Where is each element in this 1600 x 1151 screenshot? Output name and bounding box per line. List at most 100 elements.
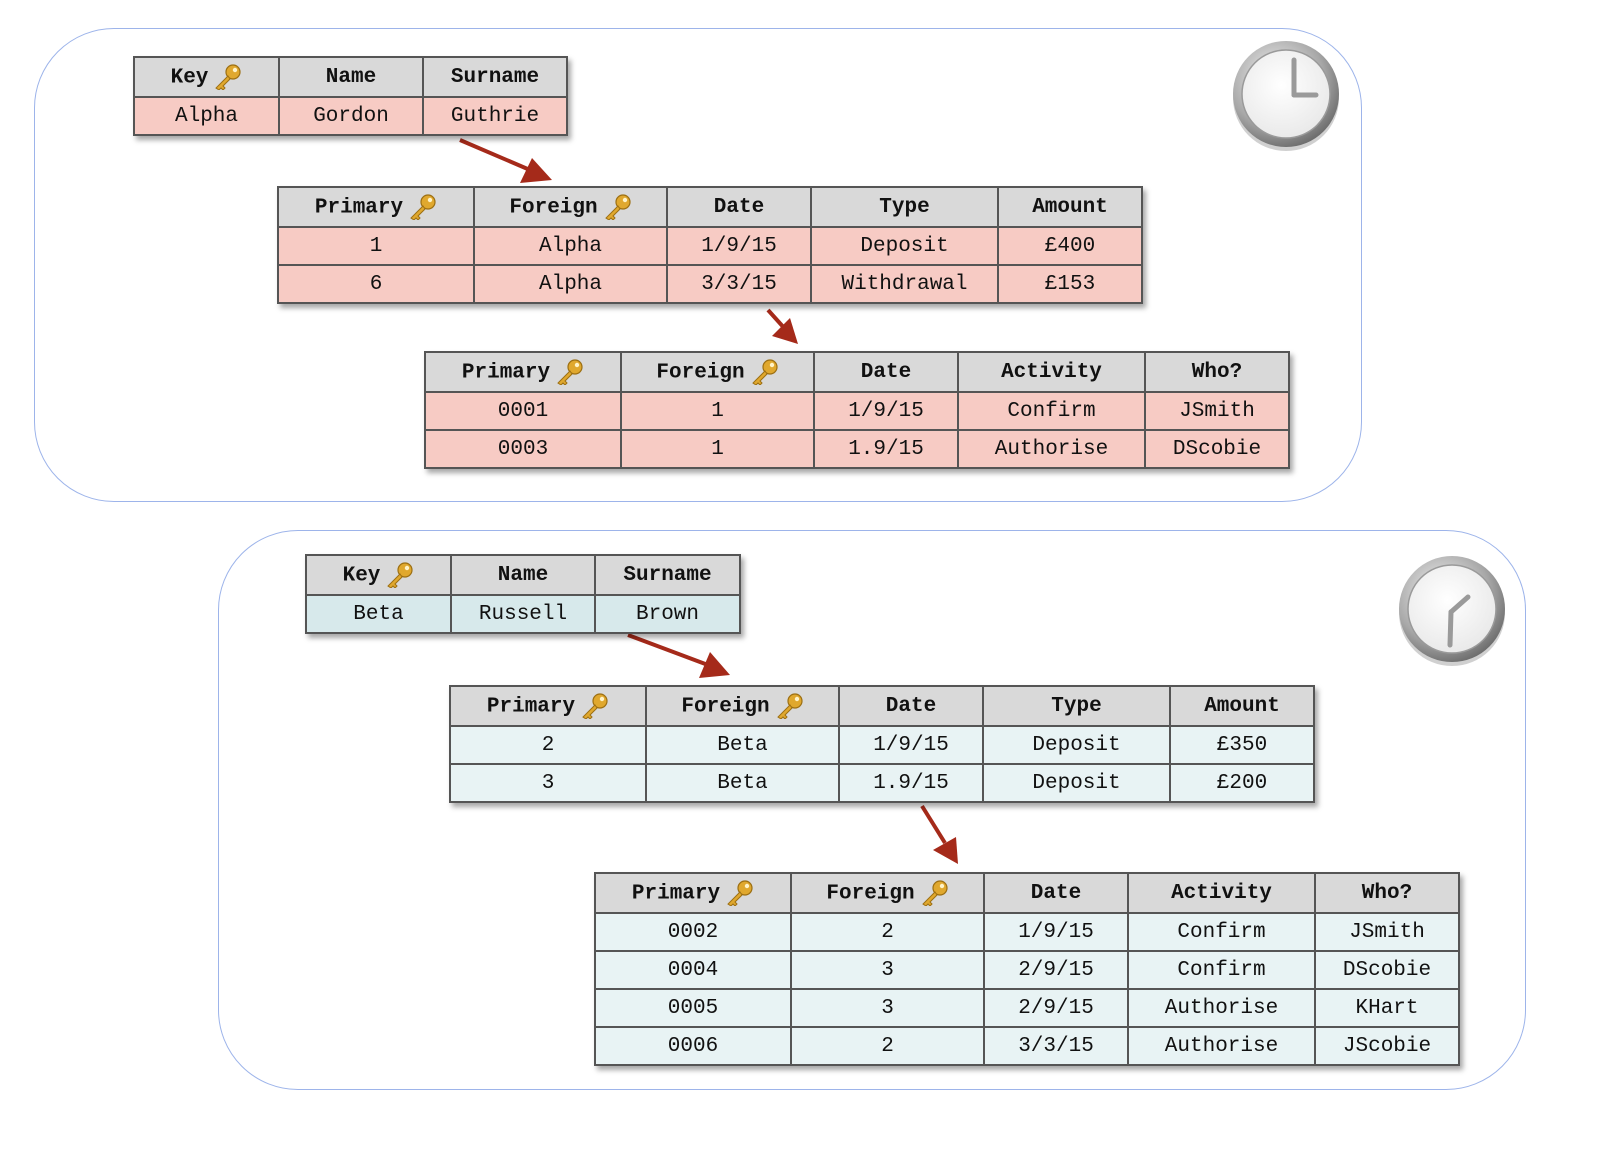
table-cell: 2/9/15 bbox=[983, 988, 1129, 1028]
header-row: Primary Foreign Date Activity Who? bbox=[594, 872, 1460, 914]
table-cell: 3 bbox=[790, 988, 985, 1028]
table-cell: 3 bbox=[790, 950, 985, 990]
table-cell: 0005 bbox=[594, 988, 792, 1028]
table-cell: 0003 bbox=[424, 429, 622, 469]
clock-icon bbox=[1399, 556, 1505, 666]
table-cell: 0004 bbox=[594, 950, 792, 990]
table-cell: 0006 bbox=[594, 1026, 792, 1066]
table-cell: Beta bbox=[645, 725, 840, 765]
column-header: Surname bbox=[422, 56, 568, 98]
column-header-label: Primary bbox=[461, 361, 551, 385]
table-cell: £200 bbox=[1169, 763, 1315, 803]
table-cell: 3 bbox=[449, 763, 647, 803]
table-cell: Authorise bbox=[1127, 988, 1316, 1028]
column-header: Amount bbox=[997, 186, 1143, 228]
column-header: Date bbox=[838, 685, 984, 727]
column-header-label: Primary bbox=[631, 882, 721, 906]
column-header-label: Foreign bbox=[826, 882, 915, 906]
column-header: Key bbox=[133, 56, 280, 98]
table-cell: 3/3/15 bbox=[983, 1026, 1129, 1066]
column-header: Primary bbox=[277, 186, 475, 228]
column-header-label: Type bbox=[1051, 694, 1102, 718]
column-header: Type bbox=[982, 685, 1171, 727]
column-header-label: Who? bbox=[1361, 881, 1413, 905]
table-cell: Authorise bbox=[957, 429, 1146, 469]
column-header: Foreign bbox=[790, 872, 985, 914]
column-header: Primary bbox=[449, 685, 647, 727]
table-cell: JSmith bbox=[1144, 391, 1290, 431]
column-header: Who? bbox=[1314, 872, 1460, 914]
column-header: Date bbox=[813, 351, 959, 393]
key-icon bbox=[604, 194, 631, 220]
header-row: Key Name Surname bbox=[305, 554, 741, 596]
table-cell: 1 bbox=[277, 226, 475, 266]
table-cell: 1/9/15 bbox=[838, 725, 984, 765]
column-header-label: Activity bbox=[1001, 360, 1102, 384]
key-icon bbox=[727, 880, 753, 906]
column-header-label: Primary bbox=[486, 695, 576, 719]
column-header-label: Foreign bbox=[656, 361, 745, 385]
key-icon bbox=[215, 64, 242, 90]
table-cell: 6 bbox=[277, 264, 475, 304]
column-header: Name bbox=[278, 56, 424, 98]
table-cell: 0001 bbox=[424, 391, 622, 431]
header-row: Primary Foreign Date Activity Who? bbox=[424, 351, 1290, 393]
column-header: Primary bbox=[424, 351, 622, 393]
key-icon bbox=[410, 194, 436, 220]
column-header: Date bbox=[983, 872, 1129, 914]
table-cell: Gordon bbox=[278, 96, 424, 136]
column-header-label: Activity bbox=[1171, 881, 1272, 905]
table-cell: KHart bbox=[1314, 988, 1460, 1028]
column-header: Type bbox=[810, 186, 999, 228]
column-header: Foreign bbox=[620, 351, 815, 393]
key-icon bbox=[387, 562, 414, 588]
column-header-label: Date bbox=[860, 360, 912, 384]
table-cell: £153 bbox=[997, 264, 1143, 304]
table-cell: Deposit bbox=[982, 725, 1171, 765]
table-cell: Beta bbox=[305, 594, 452, 634]
column-header-label: Type bbox=[879, 195, 930, 219]
column-header: Amount bbox=[1169, 685, 1315, 727]
group-1-container bbox=[34, 28, 1362, 502]
table-cell: 1 bbox=[620, 429, 815, 469]
column-header: Key bbox=[305, 554, 452, 596]
table-cell: 0002 bbox=[594, 912, 792, 952]
table-cell: 2 bbox=[790, 1026, 985, 1066]
table-cell: Authorise bbox=[1127, 1026, 1316, 1066]
key-icon bbox=[557, 359, 583, 385]
column-header-label: Surname bbox=[623, 563, 712, 587]
column-header: Surname bbox=[594, 554, 741, 596]
table-cell: Alpha bbox=[133, 96, 280, 136]
table-cell: £400 bbox=[997, 226, 1143, 266]
table-cell: Brown bbox=[594, 594, 741, 634]
column-header-label: Who? bbox=[1191, 360, 1243, 384]
column-header: Who? bbox=[1144, 351, 1290, 393]
table-cell: Beta bbox=[645, 763, 840, 803]
table-cell: Confirm bbox=[1127, 950, 1316, 990]
table-cell: 2/9/15 bbox=[983, 950, 1129, 990]
table-cell: £350 bbox=[1169, 725, 1315, 765]
column-header: Date bbox=[666, 186, 812, 228]
table-cell: JScobie bbox=[1314, 1026, 1460, 1066]
table-cell: Withdrawal bbox=[810, 264, 999, 304]
column-header-label: Primary bbox=[314, 196, 404, 220]
table-cell: 3/3/15 bbox=[666, 264, 812, 304]
table-cell: 1.9/15 bbox=[838, 763, 984, 803]
column-header-label: Amount bbox=[1032, 195, 1108, 219]
table-cell: 1 bbox=[620, 391, 815, 431]
column-header-label: Name bbox=[497, 563, 549, 587]
